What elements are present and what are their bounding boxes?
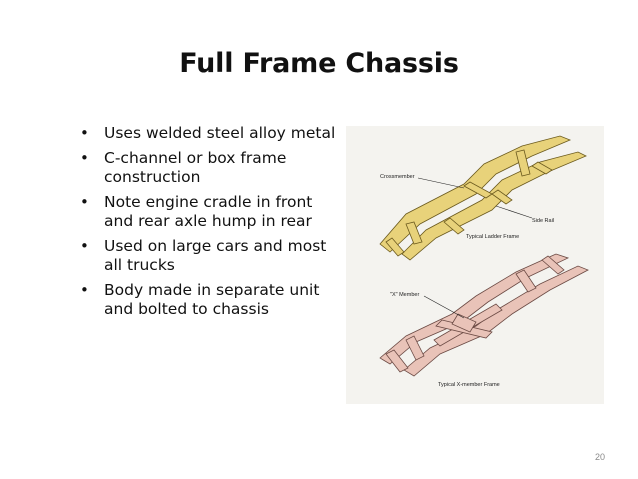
x-member-frame: [379, 253, 589, 377]
chassis-drawing: Crossmember Side Rail Typical Ladder Fra…: [379, 135, 589, 388]
bullet-item: • Note engine cradle in front and rear ax…: [70, 193, 340, 232]
bullet-dot-icon: •: [80, 192, 89, 211]
bullet-item: • Body made in separate unit and bolted t…: [70, 281, 340, 320]
bullet-text: C-channel or box frame construction: [104, 148, 287, 187]
bullet-item: • Used on large cars and most all trucks: [70, 237, 340, 276]
x-member-label: "X" Member: [390, 292, 419, 298]
ladder-frame: [379, 135, 587, 261]
slide-title: Full Frame Chassis: [179, 48, 459, 79]
bullet-list: • Uses welded steel alloy metal • C-channe…: [70, 124, 340, 325]
bullet-text: Used on large cars and most all trucks: [104, 236, 327, 275]
bullet-dot-icon: •: [80, 124, 89, 142]
bullet-item: • C-channel or box frame construction: [70, 149, 340, 188]
bullet-text: Uses welded steel alloy metal: [104, 124, 336, 142]
bullet-dot-icon: •: [80, 280, 89, 299]
chassis-illustration: Crossmember Side Rail Typical Ladder Fra…: [346, 126, 604, 404]
side-rail-label: Side Rail: [532, 218, 554, 224]
bullet-text: Note engine cradle in front and rear axl…: [104, 192, 313, 231]
bullet-dot-icon: •: [80, 148, 89, 167]
bullet-item: • Uses welded steel alloy metal: [70, 124, 340, 144]
ladder-frame-caption: Typical Ladder Frame: [466, 234, 519, 240]
crossmember-label: Crossmember: [380, 174, 415, 180]
bullet-text: Body made in separate unit and bolted to…: [104, 280, 320, 319]
page-number: 20: [594, 452, 605, 462]
x-frame-caption: Typical X-member Frame: [438, 382, 500, 388]
bullet-dot-icon: •: [80, 236, 89, 255]
